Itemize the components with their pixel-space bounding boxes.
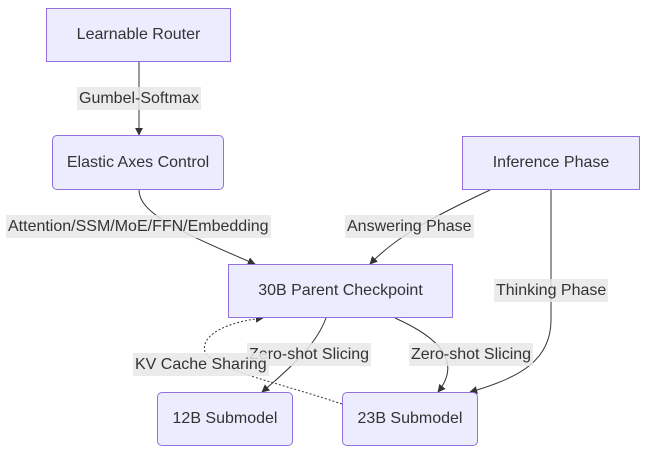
edge-label-axes: Attention/SSM/MoE/FFN/Embedding <box>6 215 271 238</box>
node-inference-phase: Inference Phase <box>462 136 640 190</box>
node-parent-checkpoint: 30B Parent Checkpoint <box>228 264 453 318</box>
node-12b-submodel: 12B Submodel <box>157 392 293 446</box>
node-label: 23B Submodel <box>357 410 463 427</box>
edge-label-kv-cache-sharing: KV Cache Sharing <box>133 353 269 376</box>
node-label: Inference Phase <box>492 154 610 171</box>
edge-label-answering-phase: Answering Phase <box>345 215 474 238</box>
edge-label-gumbel-softmax: Gumbel-Softmax <box>77 87 202 110</box>
node-elastic-axes-control: Elastic Axes Control <box>52 135 224 190</box>
node-label: 30B Parent Checkpoint <box>258 282 423 299</box>
node-23b-submodel: 23B Submodel <box>342 392 478 446</box>
node-label: 12B Submodel <box>172 410 278 427</box>
node-label: Learnable Router <box>76 26 201 43</box>
node-learnable-router: Learnable Router <box>46 8 231 62</box>
edge-label-slicing-23b: Zero-shot Slicing <box>409 343 534 366</box>
edge-label-slicing-12b: Zero-shot Slicing <box>247 343 372 366</box>
edge-label-thinking-phase: Thinking Phase <box>494 279 609 302</box>
node-label: Elastic Axes Control <box>66 153 210 171</box>
